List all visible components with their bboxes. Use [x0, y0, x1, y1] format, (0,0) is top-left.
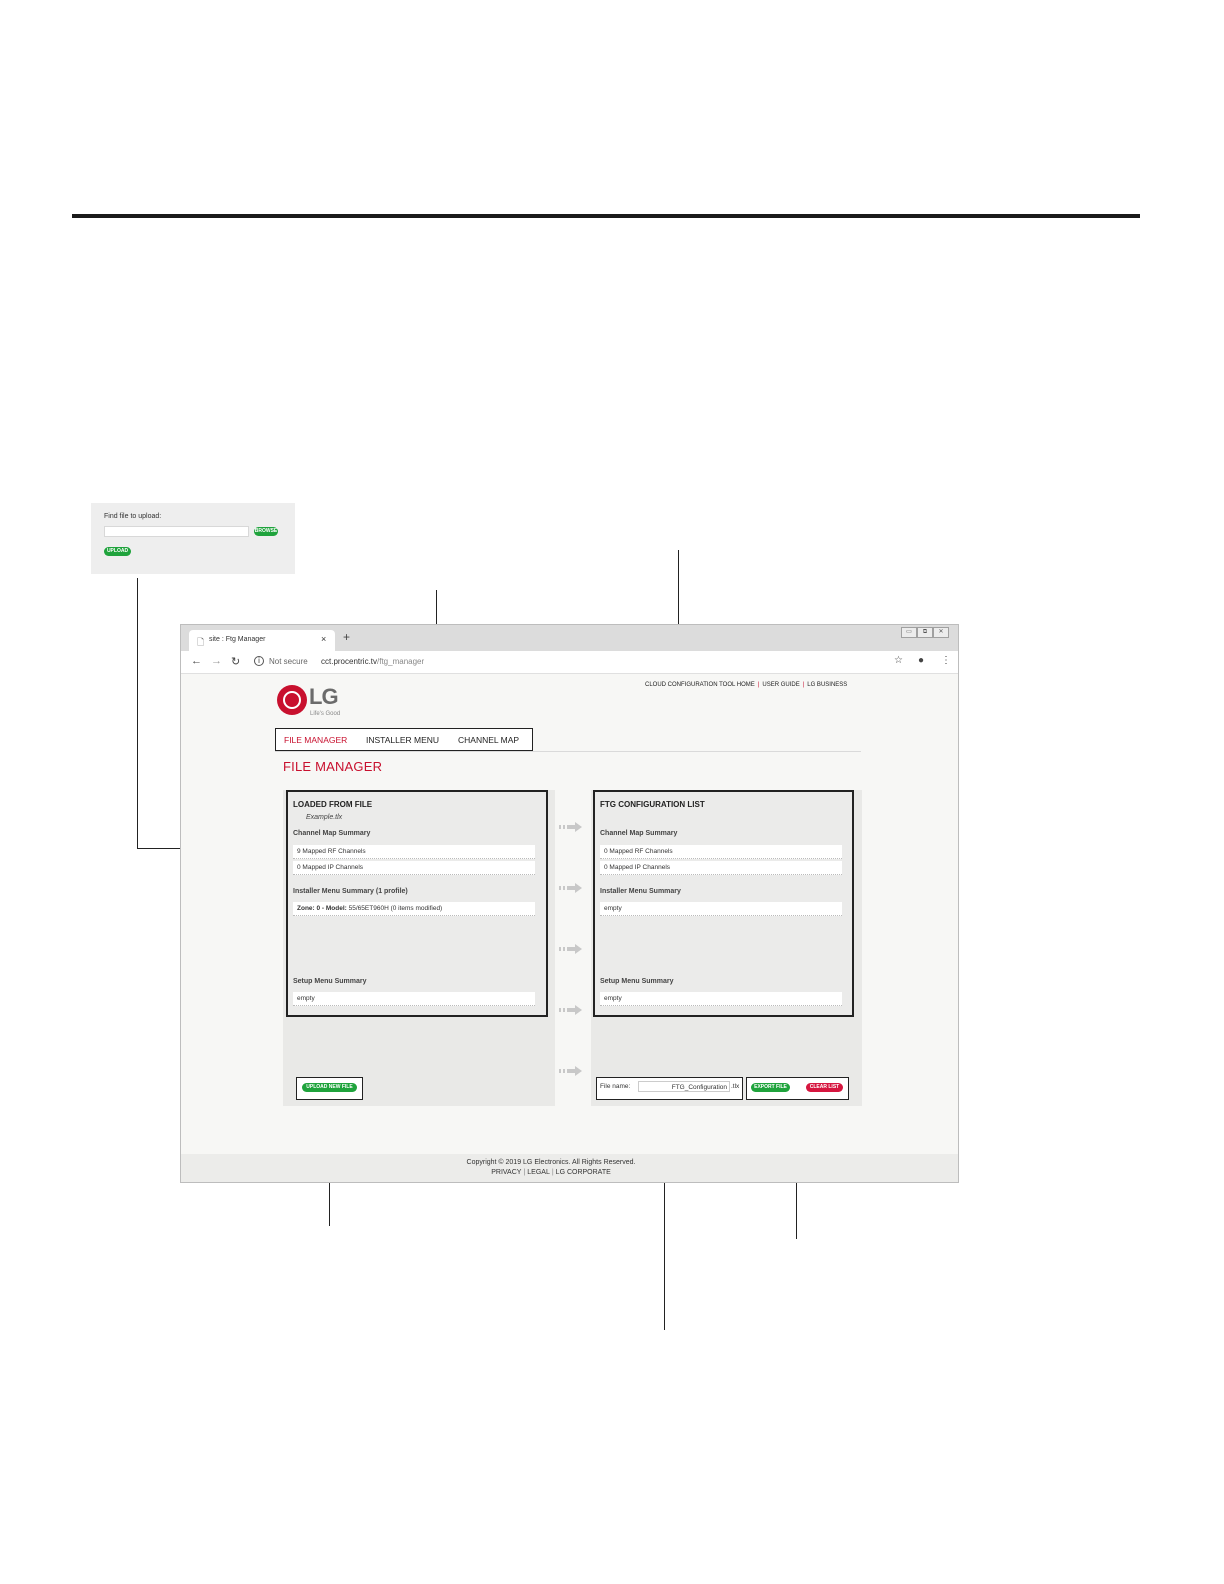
installer-row-value: 55/65ET960H (0 items modified) [346, 905, 443, 912]
main-nav: FILE MANAGER INSTALLER MENU CHANNEL MAP [275, 728, 533, 751]
browser-window: 🗋 site : Ftg Manager × + ▭ ⧉ ✕ ← → ↻ i N… [180, 624, 959, 1183]
rf-channels-row: 0 Mapped RF Channels [600, 845, 842, 859]
maximize-button[interactable]: ⧉ [917, 627, 933, 638]
tab-title: site : Ftg Manager [209, 636, 266, 643]
url-host: cct.procentric.tv [321, 657, 378, 666]
page-title: FILE MANAGER [283, 759, 383, 774]
installer-row-key: Zone: 0 - Model: [297, 905, 347, 912]
logo-text: LG [309, 684, 339, 709]
back-arrow-icon[interactable]: ← [191, 655, 202, 667]
setup-heading: Setup Menu Summary [293, 978, 367, 985]
upload-new-file-box: UPLOAD NEW FILE [296, 1077, 363, 1100]
panel-title: LOADED FROM FILE [293, 800, 373, 809]
transfer-arrow-icon [559, 1005, 582, 1015]
ftg-configuration-panel: FTG CONFIGURATION LIST Channel Map Summa… [593, 790, 854, 1017]
transfer-arrow-icon [559, 883, 582, 893]
lg-business-link[interactable]: LG BUSINESS [807, 682, 848, 688]
installer-heading: Installer Menu Summary (1 profile) [293, 888, 408, 895]
nav-channel-map[interactable]: CHANNEL MAP [458, 735, 520, 745]
setup-row: empty [600, 992, 842, 1006]
star-icon[interactable]: ☆ [894, 655, 903, 666]
browser-tab[interactable]: 🗋 site : Ftg Manager × [189, 630, 335, 651]
minimize-button[interactable]: ▭ [901, 627, 917, 638]
installer-heading: Installer Menu Summary [600, 888, 681, 895]
security-text: Not secure [269, 657, 308, 666]
setup-heading: Setup Menu Summary [600, 978, 674, 985]
loaded-filename: Example.tlx [306, 814, 343, 821]
window-close-button[interactable]: ✕ [933, 627, 949, 638]
transfer-arrow-icon [559, 944, 582, 954]
privacy-link[interactable]: PRIVACY [491, 1169, 522, 1176]
rf-channels-row: 9 Mapped RF Channels [293, 845, 535, 859]
panel-title: FTG CONFIGURATION LIST [600, 800, 705, 809]
file-name-label: File name: [600, 1083, 631, 1090]
url-field[interactable]: cct.procentric.tv/ftg_manager [321, 657, 424, 666]
address-bar: ← → ↻ i Not secure cct.procentric.tv/ftg… [181, 651, 958, 674]
forward-arrow-icon[interactable]: → [211, 655, 222, 667]
close-icon[interactable]: × [321, 634, 327, 644]
channel-map-heading: Channel Map Summary [600, 830, 678, 837]
footer [181, 1154, 958, 1182]
installer-row: Zone: 0 - Model: 55/65ET960H (0 items mo… [293, 902, 535, 916]
info-icon[interactable]: i [254, 656, 264, 666]
clear-list-button[interactable]: CLEAR LIST [806, 1083, 843, 1092]
nav-installer-menu[interactable]: INSTALLER MENU [366, 735, 440, 745]
url-path: /ftg_manager [377, 657, 425, 666]
new-tab-button[interactable]: + [343, 630, 351, 644]
export-file-button[interactable]: EXPORT FILE [751, 1083, 790, 1092]
section-rule [72, 214, 1140, 218]
upload-button[interactable]: UPLOAD [104, 547, 131, 556]
logo-tagline: Life's Good [310, 711, 341, 717]
transfer-arrow-icon [559, 822, 582, 832]
setup-row: empty [293, 992, 535, 1006]
nav-file-manager[interactable]: FILE MANAGER [284, 735, 348, 745]
lg-logo-icon [277, 685, 307, 715]
file-path-input[interactable] [104, 526, 249, 537]
file-extension: .tlx [731, 1083, 740, 1090]
loaded-from-file-panel: LOADED FROM FILE Example.tlx Channel Map… [286, 790, 548, 1017]
ip-channels-row: 0 Mapped IP Channels [293, 861, 535, 875]
upload-inset: Find file to upload: BROWSE UPLOAD [91, 503, 295, 574]
transfer-arrow-icon [559, 1066, 582, 1076]
footer-links: PRIVACY|LEGAL|LG CORPORATE [491, 1169, 611, 1176]
reload-icon[interactable]: ↻ [231, 656, 241, 668]
callout-line-upload-inset [137, 578, 138, 849]
channel-map-heading: Channel Map Summary [293, 830, 371, 837]
tab-bar: 🗋 site : Ftg Manager × + ▭ ⧉ ✕ [181, 625, 958, 651]
browse-button[interactable]: BROWSE [254, 527, 278, 536]
export-clear-box: EXPORT FILE CLEAR LIST [746, 1077, 849, 1100]
file-name-box: File name: FTG_Configuration .tlx [596, 1077, 743, 1100]
copyright-text: Copyright © 2019 LG Electronics. All Rig… [466, 1159, 636, 1166]
ip-channels-row: 0 Mapped IP Channels [600, 861, 842, 875]
callout-line-file-name [664, 1101, 665, 1330]
legal-link[interactable]: LEGAL [527, 1169, 550, 1176]
menu-dots-icon[interactable]: ⋮ [941, 655, 951, 666]
account-icon[interactable]: ● [918, 655, 925, 666]
user-guide-link[interactable]: USER GUIDE [762, 682, 800, 688]
page-icon: 🗋 [197, 637, 205, 647]
upload-new-file-button[interactable]: UPLOAD NEW FILE [302, 1083, 357, 1092]
file-name-input[interactable]: FTG_Configuration [638, 1081, 730, 1092]
find-file-label: Find file to upload: [104, 513, 162, 520]
installer-row: empty [600, 902, 842, 916]
nav-divider [275, 751, 861, 752]
top-links: CLOUD CONFIGURATION TOOL HOME|USER GUIDE… [645, 682, 848, 688]
lg-corporate-link[interactable]: LG CORPORATE [555, 1169, 611, 1176]
cct-home-link[interactable]: CLOUD CONFIGURATION TOOL HOME [645, 682, 755, 688]
